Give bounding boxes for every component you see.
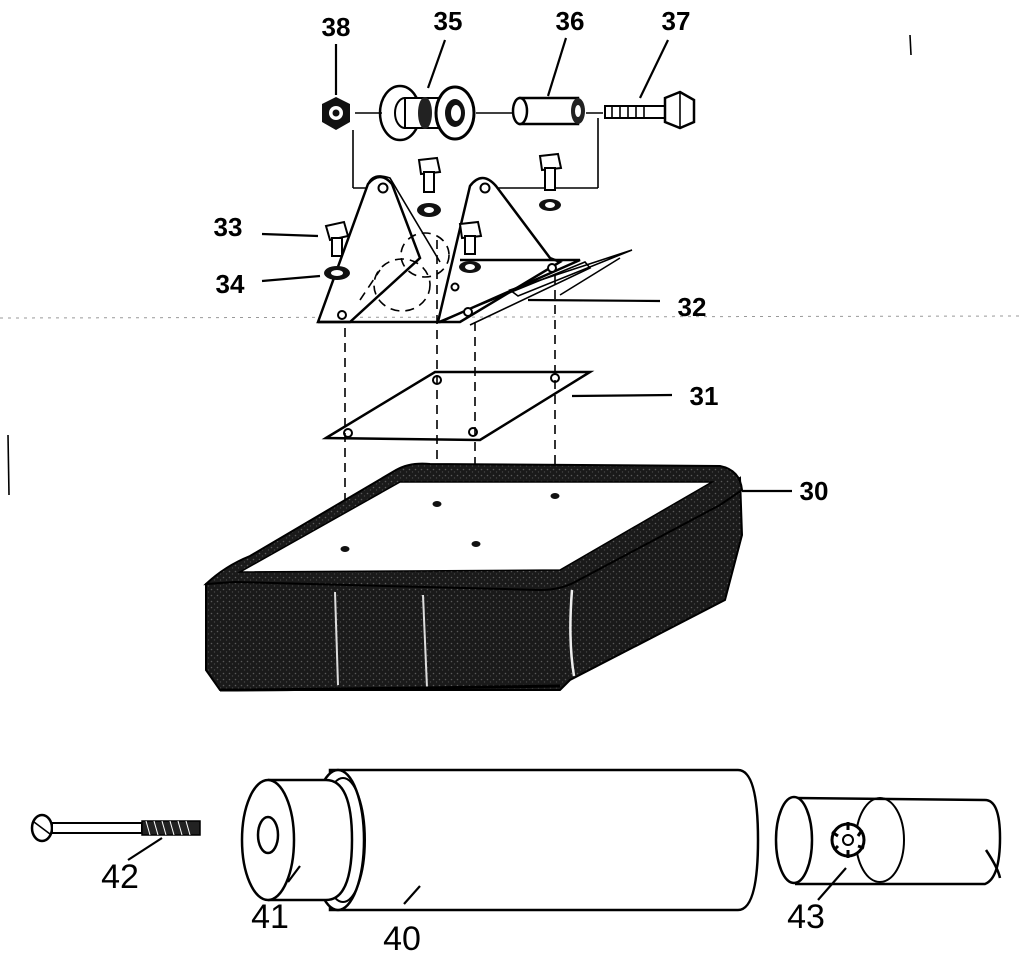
callout-labels: 38 35 36 37 33 34 32 31 30 42 41 40 43 <box>101 6 828 958</box>
end-cap-41 <box>240 778 421 905</box>
callout-31: 31 <box>690 381 719 411</box>
callout-41: 41 <box>251 898 289 936</box>
spacer-36 <box>511 96 585 126</box>
callout-43: 43 <box>787 898 825 936</box>
bolt-37 <box>604 90 696 130</box>
callout-36: 36 <box>556 6 585 36</box>
lock-washer-34-group <box>324 199 561 280</box>
leader-lines-side <box>261 232 792 493</box>
bracket-32 <box>316 175 633 326</box>
callout-40: 40 <box>383 920 421 958</box>
pulley-35 <box>378 84 476 142</box>
nut-38 <box>322 97 350 130</box>
plate-31 <box>321 370 595 442</box>
callout-33: 33 <box>214 212 243 242</box>
scan-artifacts <box>0 34 1024 496</box>
callout-34: 34 <box>216 269 245 299</box>
callout-32: 32 <box>678 292 707 322</box>
callout-37: 37 <box>662 6 691 36</box>
leader-lines-top <box>334 37 669 99</box>
cushion-30 <box>203 462 744 692</box>
callout-42: 42 <box>101 858 139 896</box>
roller-40 <box>310 768 760 912</box>
screw-42 <box>30 813 201 861</box>
callout-30: 30 <box>800 476 829 506</box>
tube-43 <box>774 795 1002 901</box>
callout-35: 35 <box>434 6 463 36</box>
bolt-33-group <box>324 152 563 257</box>
callout-38: 38 <box>322 12 351 42</box>
